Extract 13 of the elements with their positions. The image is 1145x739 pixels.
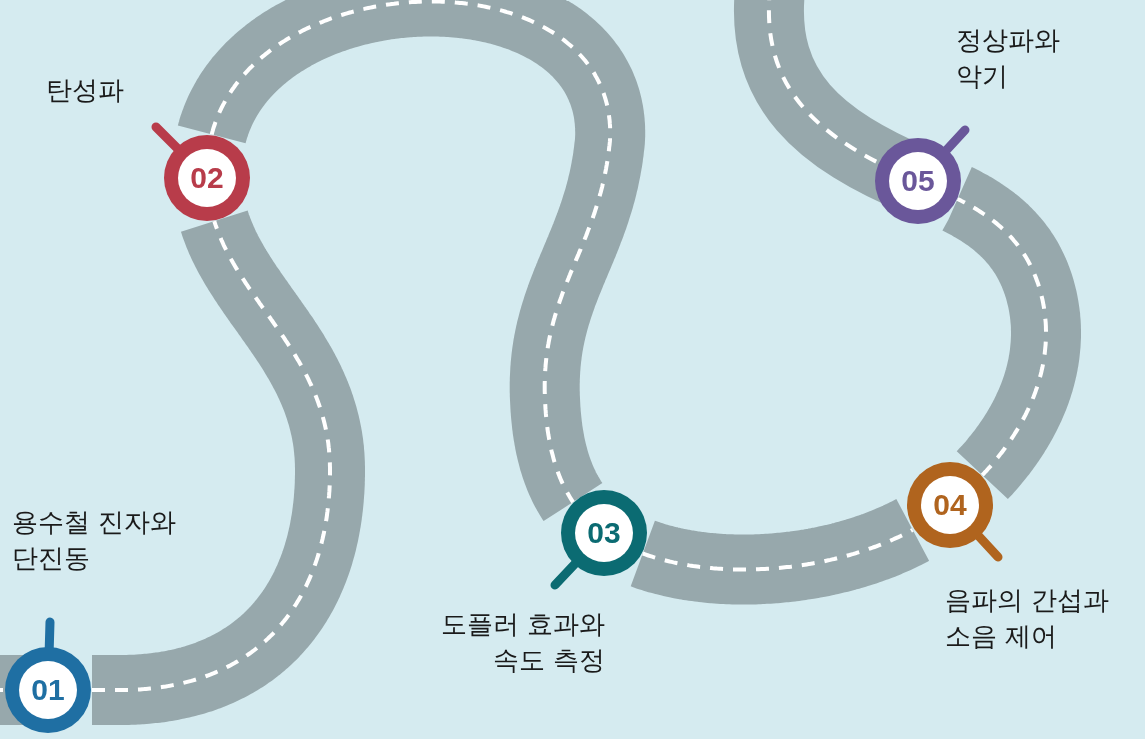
milestone-marker — [907, 462, 993, 548]
milestone-number: 02 — [178, 149, 236, 207]
milestone-marker — [561, 490, 647, 576]
milestone-label: 탄성파 — [46, 74, 125, 107]
milestone-number: 04 — [921, 476, 979, 534]
milestone-number: 03 — [575, 504, 633, 562]
milestone-marker — [164, 135, 250, 221]
milestone-label: 정상파와 악기 — [956, 24, 1061, 93]
milestone-label: 용수철 진자와 단진동 — [12, 506, 178, 575]
milestone-label: 도플러 효과와 속도 측정 — [439, 608, 605, 677]
milestone-label: 음파의 간섭과 소음 제어 — [945, 584, 1111, 653]
milestone-number: 05 — [889, 152, 947, 210]
milestone-number: 01 — [19, 661, 77, 719]
